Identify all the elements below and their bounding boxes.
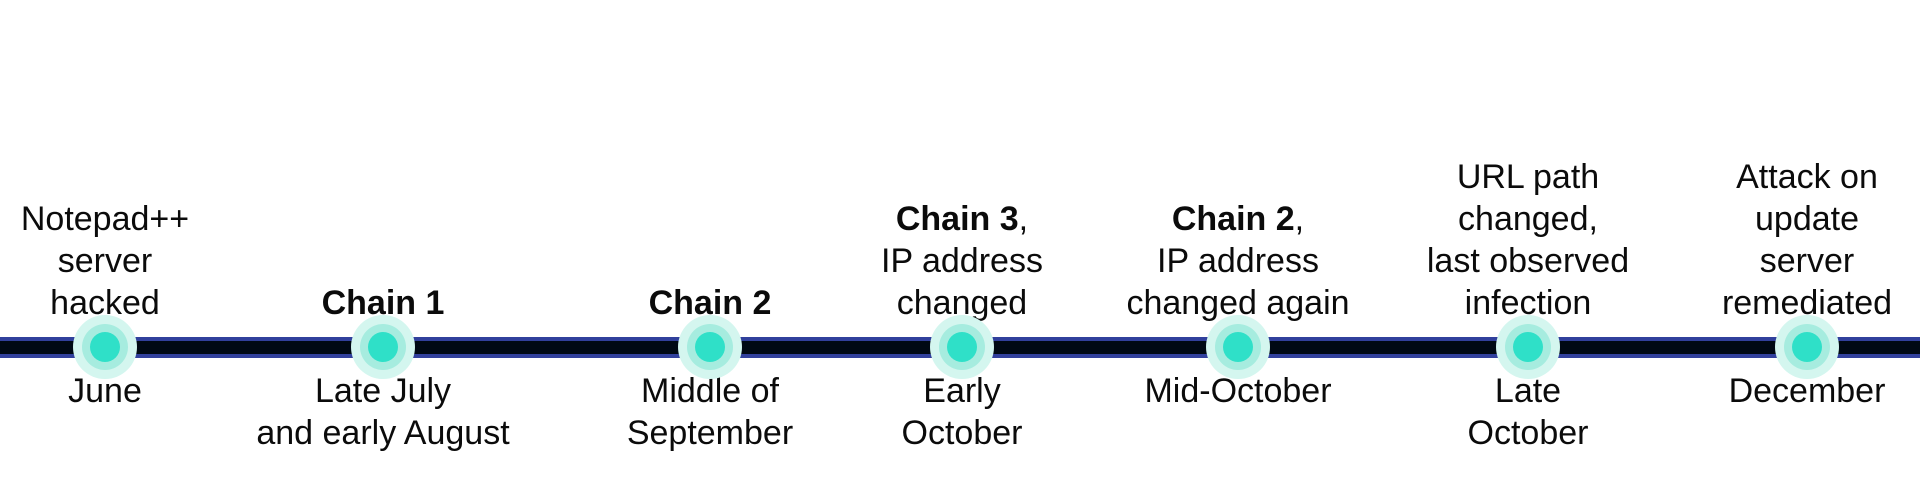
event-title-suffix: , xyxy=(1294,200,1305,238)
event-title-text: Attack on xyxy=(1736,158,1878,196)
event-title-text: last observed xyxy=(1426,242,1630,280)
event-title-line: Chain 3, xyxy=(792,198,1132,240)
event-title-line: Chain 2 xyxy=(540,282,880,324)
event-date-line: and early August xyxy=(256,414,510,452)
event-title-line: IP address xyxy=(1068,240,1408,282)
marker-ring-r1 xyxy=(1792,332,1822,362)
event-date-line: October xyxy=(1467,414,1589,452)
event-title-line: changed, xyxy=(1358,198,1698,240)
event-title-line: Chain 2, xyxy=(1068,198,1408,240)
event-date-line: October xyxy=(901,414,1023,452)
event-title-line: URL path xyxy=(1358,156,1698,198)
marker-ring-r1 xyxy=(695,332,725,362)
event-title-label: Chain 1 xyxy=(213,0,553,326)
marker-ring-r1 xyxy=(947,332,977,362)
event-title-text: changed again xyxy=(1126,284,1350,322)
event-title-line: changed again xyxy=(1068,282,1408,324)
event-date-line: September xyxy=(626,414,794,452)
event-title-line: update xyxy=(1637,198,1920,240)
event-title-line: last observed xyxy=(1358,240,1698,282)
event-title-label: Chain 2 xyxy=(540,0,880,326)
event-title-text: update xyxy=(1755,200,1859,238)
event-title-emphasis: Chain 2 xyxy=(1171,200,1295,238)
event-title-text: server xyxy=(1759,242,1855,280)
event-title-line: Notepad++ xyxy=(0,198,275,240)
event-title-emphasis: Chain 1 xyxy=(321,284,445,322)
event-date-line: December xyxy=(1728,372,1886,410)
marker-ring-r1 xyxy=(1513,332,1543,362)
marker-ring-r1 xyxy=(90,332,120,362)
event-title-line: IP address xyxy=(792,240,1132,282)
event-title-text: IP address xyxy=(881,242,1043,280)
event-title-text: URL path xyxy=(1456,158,1600,196)
event-title-line: server xyxy=(0,240,275,282)
event-title-text: server xyxy=(57,242,153,280)
event-title-emphasis: Chain 2 xyxy=(648,284,772,322)
event-title-emphasis: Chain 3 xyxy=(895,200,1019,238)
event-title-line: Chain 1 xyxy=(213,282,553,324)
event-title-suffix: , xyxy=(1018,200,1029,238)
marker-ring-r1 xyxy=(1223,332,1253,362)
event-title-text: IP address xyxy=(1157,242,1319,280)
event-title-line: Attack on xyxy=(1637,156,1920,198)
event-title-text: Notepad++ xyxy=(20,200,190,238)
event-title-text: changed, xyxy=(1458,200,1598,238)
event-date-label: December xyxy=(1637,370,1920,412)
event-title-line: server xyxy=(1637,240,1920,282)
marker-ring-r1 xyxy=(368,332,398,362)
event-title-line: remediated xyxy=(1637,282,1920,324)
